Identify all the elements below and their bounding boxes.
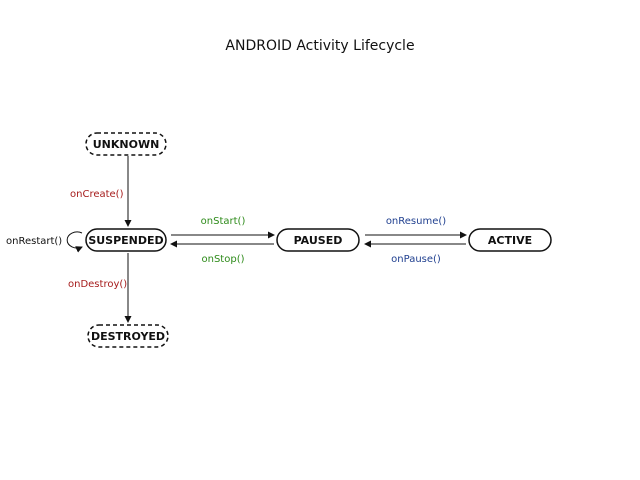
state-destroyed-label: DESTROYED bbox=[91, 330, 165, 343]
transition-onpause: onPause() bbox=[391, 254, 441, 265]
state-suspended-label: SUSPENDED bbox=[88, 234, 163, 247]
transition-onresume: onResume() bbox=[386, 216, 446, 227]
state-destroyed: DESTROYED bbox=[87, 324, 169, 348]
transition-oncreate: onCreate() bbox=[70, 189, 124, 200]
state-paused: PAUSED bbox=[276, 228, 360, 252]
state-active-label: ACTIVE bbox=[488, 234, 532, 247]
transition-onstart: onStart() bbox=[201, 216, 246, 227]
state-paused-label: PAUSED bbox=[294, 234, 343, 247]
state-unknown-label: UNKNOWN bbox=[93, 138, 160, 151]
transition-onrestart: onRestart() bbox=[6, 236, 62, 247]
transition-ondestroy: onDestroy() bbox=[68, 279, 127, 290]
state-active: ACTIVE bbox=[468, 228, 552, 252]
arrow-restart-loop bbox=[66, 231, 83, 253]
page-title: ANDROID Activity Lifecycle bbox=[225, 38, 415, 54]
transition-onstop: onStop() bbox=[202, 254, 245, 265]
state-unknown: UNKNOWN bbox=[85, 132, 167, 156]
state-suspended: SUSPENDED bbox=[85, 228, 167, 252]
